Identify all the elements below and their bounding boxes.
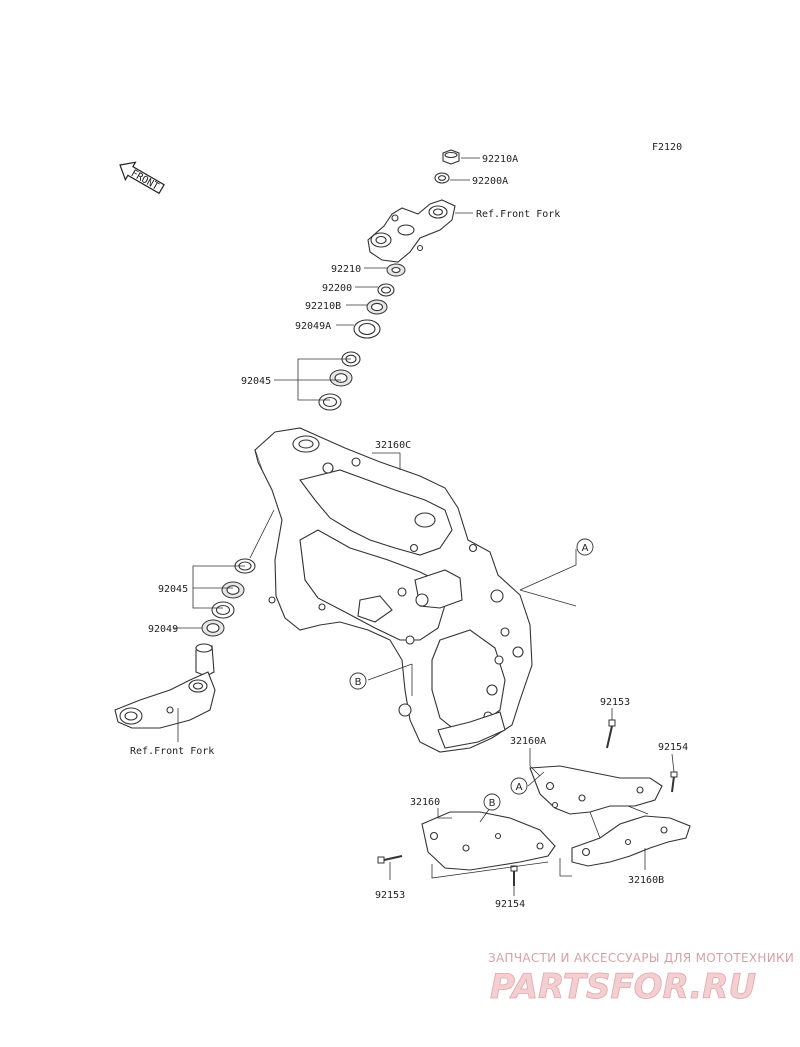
locknut-92210: [386, 263, 406, 277]
lower-triple-clamp-stem: [114, 643, 216, 729]
callout-92154-top: 92154: [658, 742, 688, 753]
bolt-92154-bottom: [510, 865, 518, 886]
callout-92049: 92049: [148, 624, 178, 635]
leader-lines: [174, 157, 675, 896]
callout-32160a: 32160A: [510, 736, 546, 747]
svg-text:B: B: [489, 798, 496, 809]
svg-text:B: B: [355, 677, 362, 688]
callout-92210b: 92210B: [305, 301, 341, 312]
callout-92153-top: 92153: [600, 697, 630, 708]
front-label: FRONT: [129, 168, 161, 193]
washer-92200: [377, 283, 395, 297]
watermark-logo: PARTSFOR.RU: [490, 967, 756, 1007]
seal-92049: [201, 619, 225, 637]
callout-ref-front-fork-top: Ref.Front Fork: [476, 209, 560, 220]
bearing-92045-lower-c: [211, 601, 235, 619]
bearing-92045-upper-c: [318, 393, 342, 411]
callout-32160: 32160: [410, 797, 440, 808]
callout-92210a: 92210A: [482, 154, 518, 165]
marker-a-bracket: A: [510, 777, 528, 795]
callout-32160c: 32160C: [375, 440, 411, 451]
callout-92153-bottom: 92153: [375, 890, 405, 901]
bracket-32160a: [529, 765, 663, 815]
callout-92045-bottom: 92045: [158, 584, 188, 595]
callout-32160b: 32160B: [628, 875, 664, 886]
nut-92210b: [366, 299, 388, 315]
seal-92049a: [353, 319, 381, 339]
marker-b-bracket: B: [483, 793, 501, 811]
marker-b-frame: B: [349, 672, 367, 690]
marker-a-frame: A: [576, 538, 594, 556]
main-frame-32160c: [254, 427, 533, 753]
bearing-92045-upper-b: [329, 369, 353, 387]
washer-92200a: [434, 172, 450, 184]
bracket-32160b: [571, 815, 691, 867]
bracket-32160: [421, 811, 556, 871]
callout-92200: 92200: [322, 283, 352, 294]
callout-92049a: 92049A: [295, 321, 331, 332]
watermark-tagline: ЗАПЧАСТИ И АКСЕССУАРЫ ДЛЯ МОТОТЕХНИКИ: [488, 951, 794, 965]
bearing-92045-lower-b: [221, 581, 245, 599]
callout-92200a: 92200A: [472, 176, 508, 187]
callout-ref-front-fork-bottom: Ref.Front Fork: [130, 746, 214, 757]
callout-92210: 92210: [331, 264, 361, 275]
svg-text:A: A: [516, 782, 523, 793]
bolt-92153-bottom: [377, 855, 403, 864]
bolt-92153-top: [606, 719, 616, 749]
diagram-code: F2120: [652, 142, 682, 153]
callout-92154-bottom: 92154: [495, 899, 525, 910]
bolt-92154-top: [670, 771, 678, 793]
svg-text:A: A: [582, 543, 589, 554]
callout-92045-top: 92045: [241, 376, 271, 387]
front-direction-arrow: FRONT: [119, 161, 165, 195]
upper-triple-clamp: [367, 199, 456, 263]
stem-nut-92210a: [442, 149, 460, 165]
